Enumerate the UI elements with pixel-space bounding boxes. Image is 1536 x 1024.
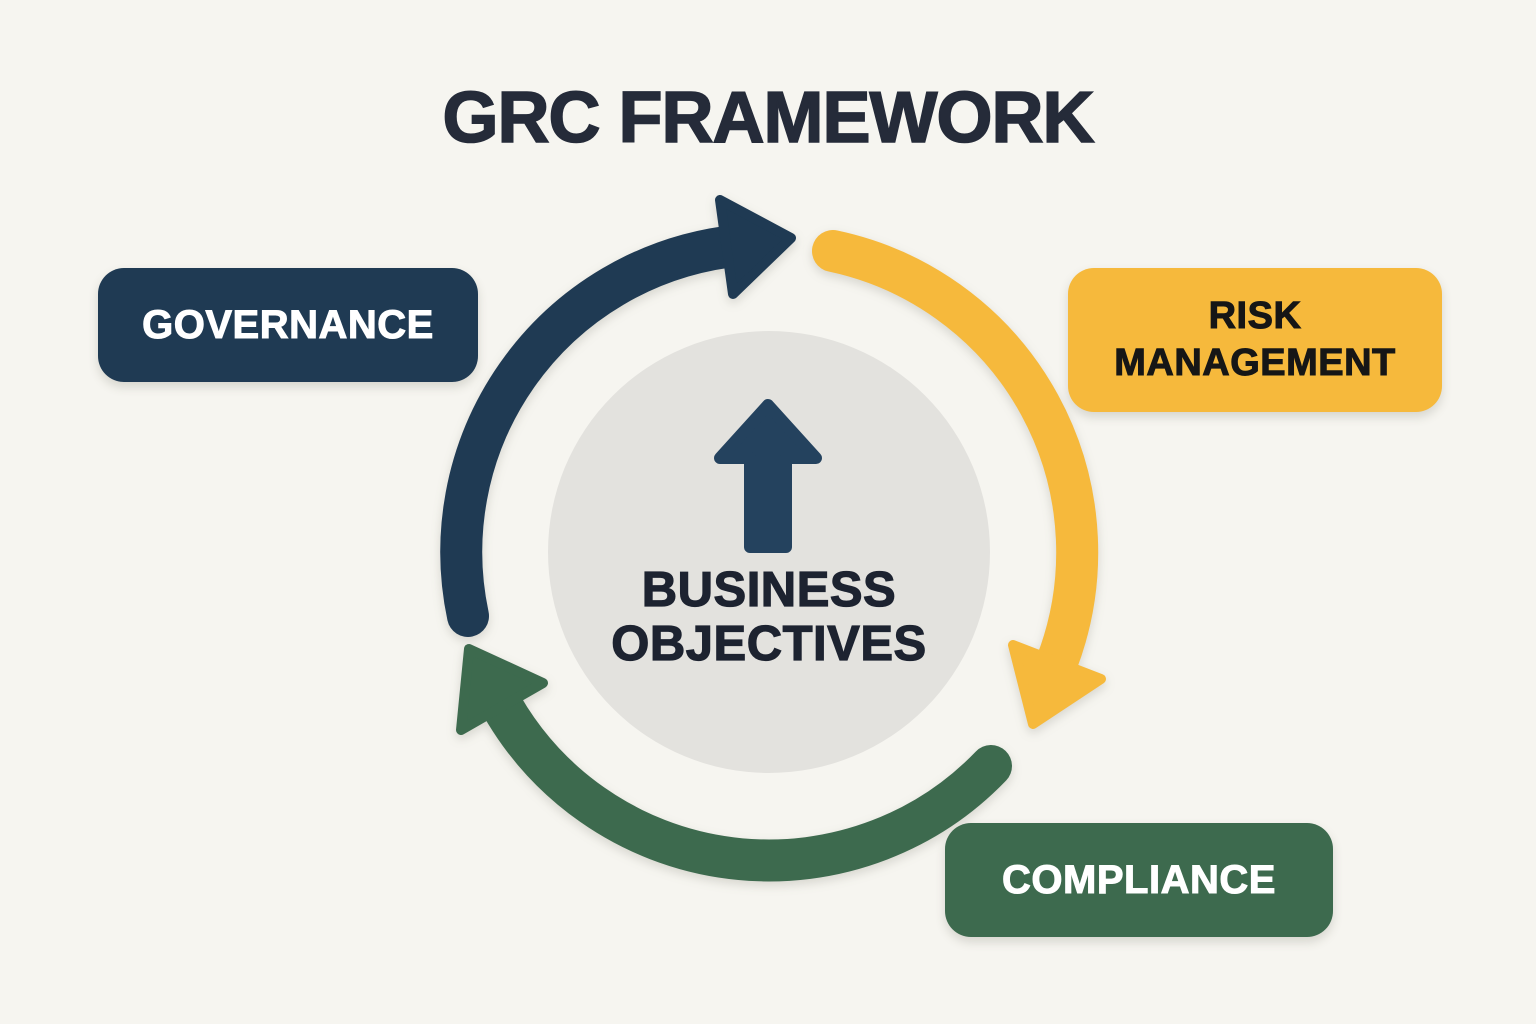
business-objectives-label: BUSINESS OBJECTIVES <box>519 562 1019 671</box>
risk-management-label-line2: MANAGEMENT <box>1114 342 1396 385</box>
governance-arc <box>440 226 747 637</box>
cycle-arrows <box>440 195 1106 882</box>
compliance-arc <box>481 685 1012 882</box>
diagram-title: GRC FRAMEWORK <box>442 77 1096 159</box>
business-objectives-line2: OBJECTIVES <box>611 616 927 671</box>
risk-management-arc <box>812 230 1099 683</box>
risk-management-box: RISK MANAGEMENT <box>1068 268 1442 412</box>
governance-label: GOVERNANCE <box>142 302 434 347</box>
governance-box: GOVERNANCE <box>98 268 478 382</box>
compliance-arrowhead-icon <box>456 644 548 735</box>
compliance-box: COMPLIANCE <box>945 823 1333 937</box>
business-objectives-line1: BUSINESS <box>641 562 897 617</box>
risk-management-arrowhead-icon <box>1008 640 1106 729</box>
up-arrow-icon <box>714 399 822 553</box>
governance-arrowhead-icon <box>715 195 796 299</box>
risk-management-label-line1: RISK <box>1208 295 1302 338</box>
compliance-label: COMPLIANCE <box>1002 857 1276 902</box>
